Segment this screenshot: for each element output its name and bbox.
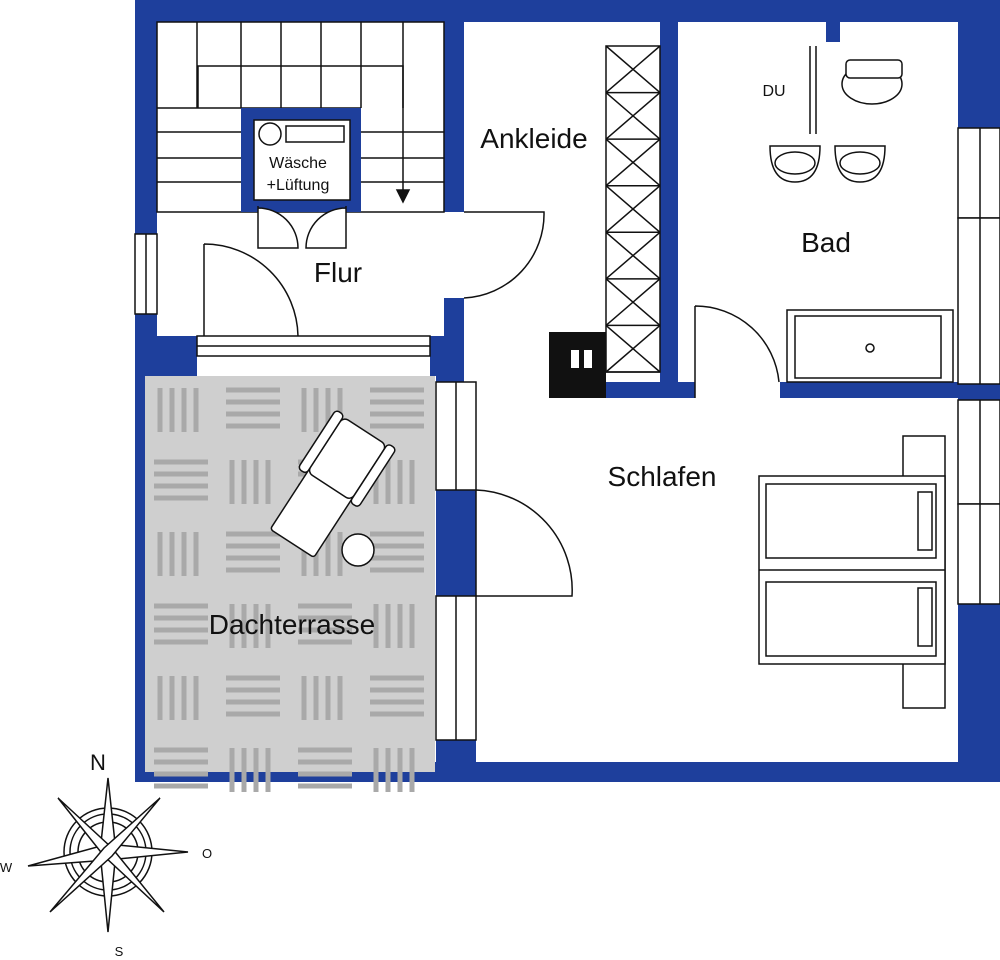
stairs-icon [156,21,445,213]
windows [134,127,1000,741]
compass-north: N [90,750,106,775]
bathtub-icon [786,309,954,383]
room-label-schlafen: Schlafen [608,461,717,492]
toilet-icon [841,59,903,105]
bed-icon [758,435,946,709]
room-label-flur: Flur [314,257,362,288]
washer-icon [258,122,282,146]
room-label-ankleide: Ankleide [480,123,587,154]
room-label-dachterrasse: Dachterrasse [209,609,376,640]
lounge-chair-icon [270,410,396,567]
compass-rose-icon [27,777,189,933]
compass-west: W [0,860,13,875]
laundry-label-line2: +Lüftung [267,177,330,194]
shower-label: DU [762,83,785,100]
sink-icon [769,145,821,183]
laundry-closet [241,108,361,249]
bathroom-fixtures [769,46,954,383]
compass-east: O [202,846,212,861]
chimney-icon [549,332,606,398]
roof-terrace [145,376,435,792]
laundry-label-line1: Wäsche [269,155,327,172]
wardrobe-icon [605,45,661,373]
compass-south: S [115,944,124,959]
terrace-tile-pattern [154,387,424,792]
doors [203,211,780,597]
room-label-bad: Bad [801,227,851,258]
sink-icon [834,145,886,183]
